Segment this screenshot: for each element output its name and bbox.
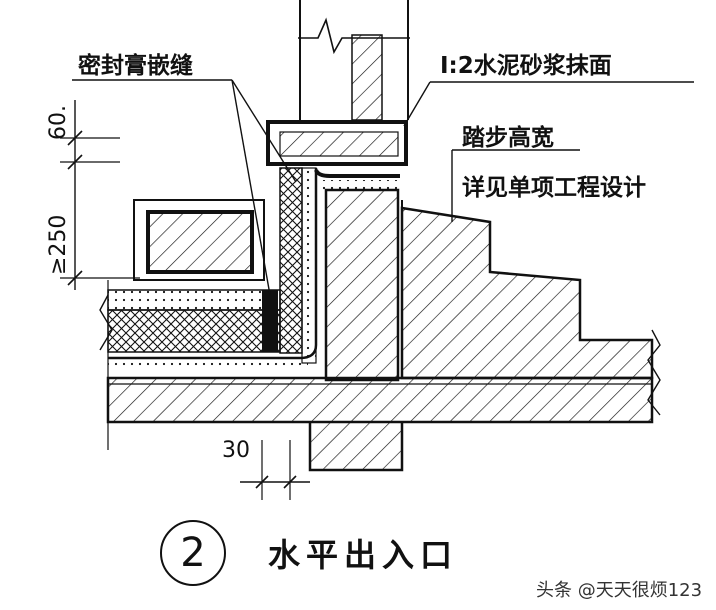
watermark: 头条 @天天很烦123 (536, 580, 703, 601)
step-label-line2: 详见单项工程设计 (462, 175, 646, 201)
interior-block (133, 199, 265, 281)
concrete-pier (324, 188, 400, 382)
interior-floor-layers (107, 168, 318, 370)
dimension-60: 60. (46, 105, 71, 140)
detail-number-circle: 2 (160, 520, 226, 586)
bottom-dimension (240, 440, 310, 500)
stepped-concrete (400, 200, 654, 380)
base-slab (99, 294, 661, 472)
sealant-label: 密封膏嵌缝 (78, 53, 193, 79)
dimension-250: ≥250 (46, 214, 71, 275)
left-dimension-lines (60, 100, 140, 450)
leader-lines (72, 79, 694, 296)
detail-title: 水平出入口 (268, 536, 459, 574)
mortar-label: I:2水泥砂浆抹面 (440, 53, 612, 79)
step-label-line1: 踏步高宽 (462, 125, 554, 151)
wall-jamb (298, 0, 410, 121)
top-cap (266, 120, 408, 166)
dimension-30: 30 (222, 438, 250, 463)
vertical-membrane (279, 167, 400, 364)
